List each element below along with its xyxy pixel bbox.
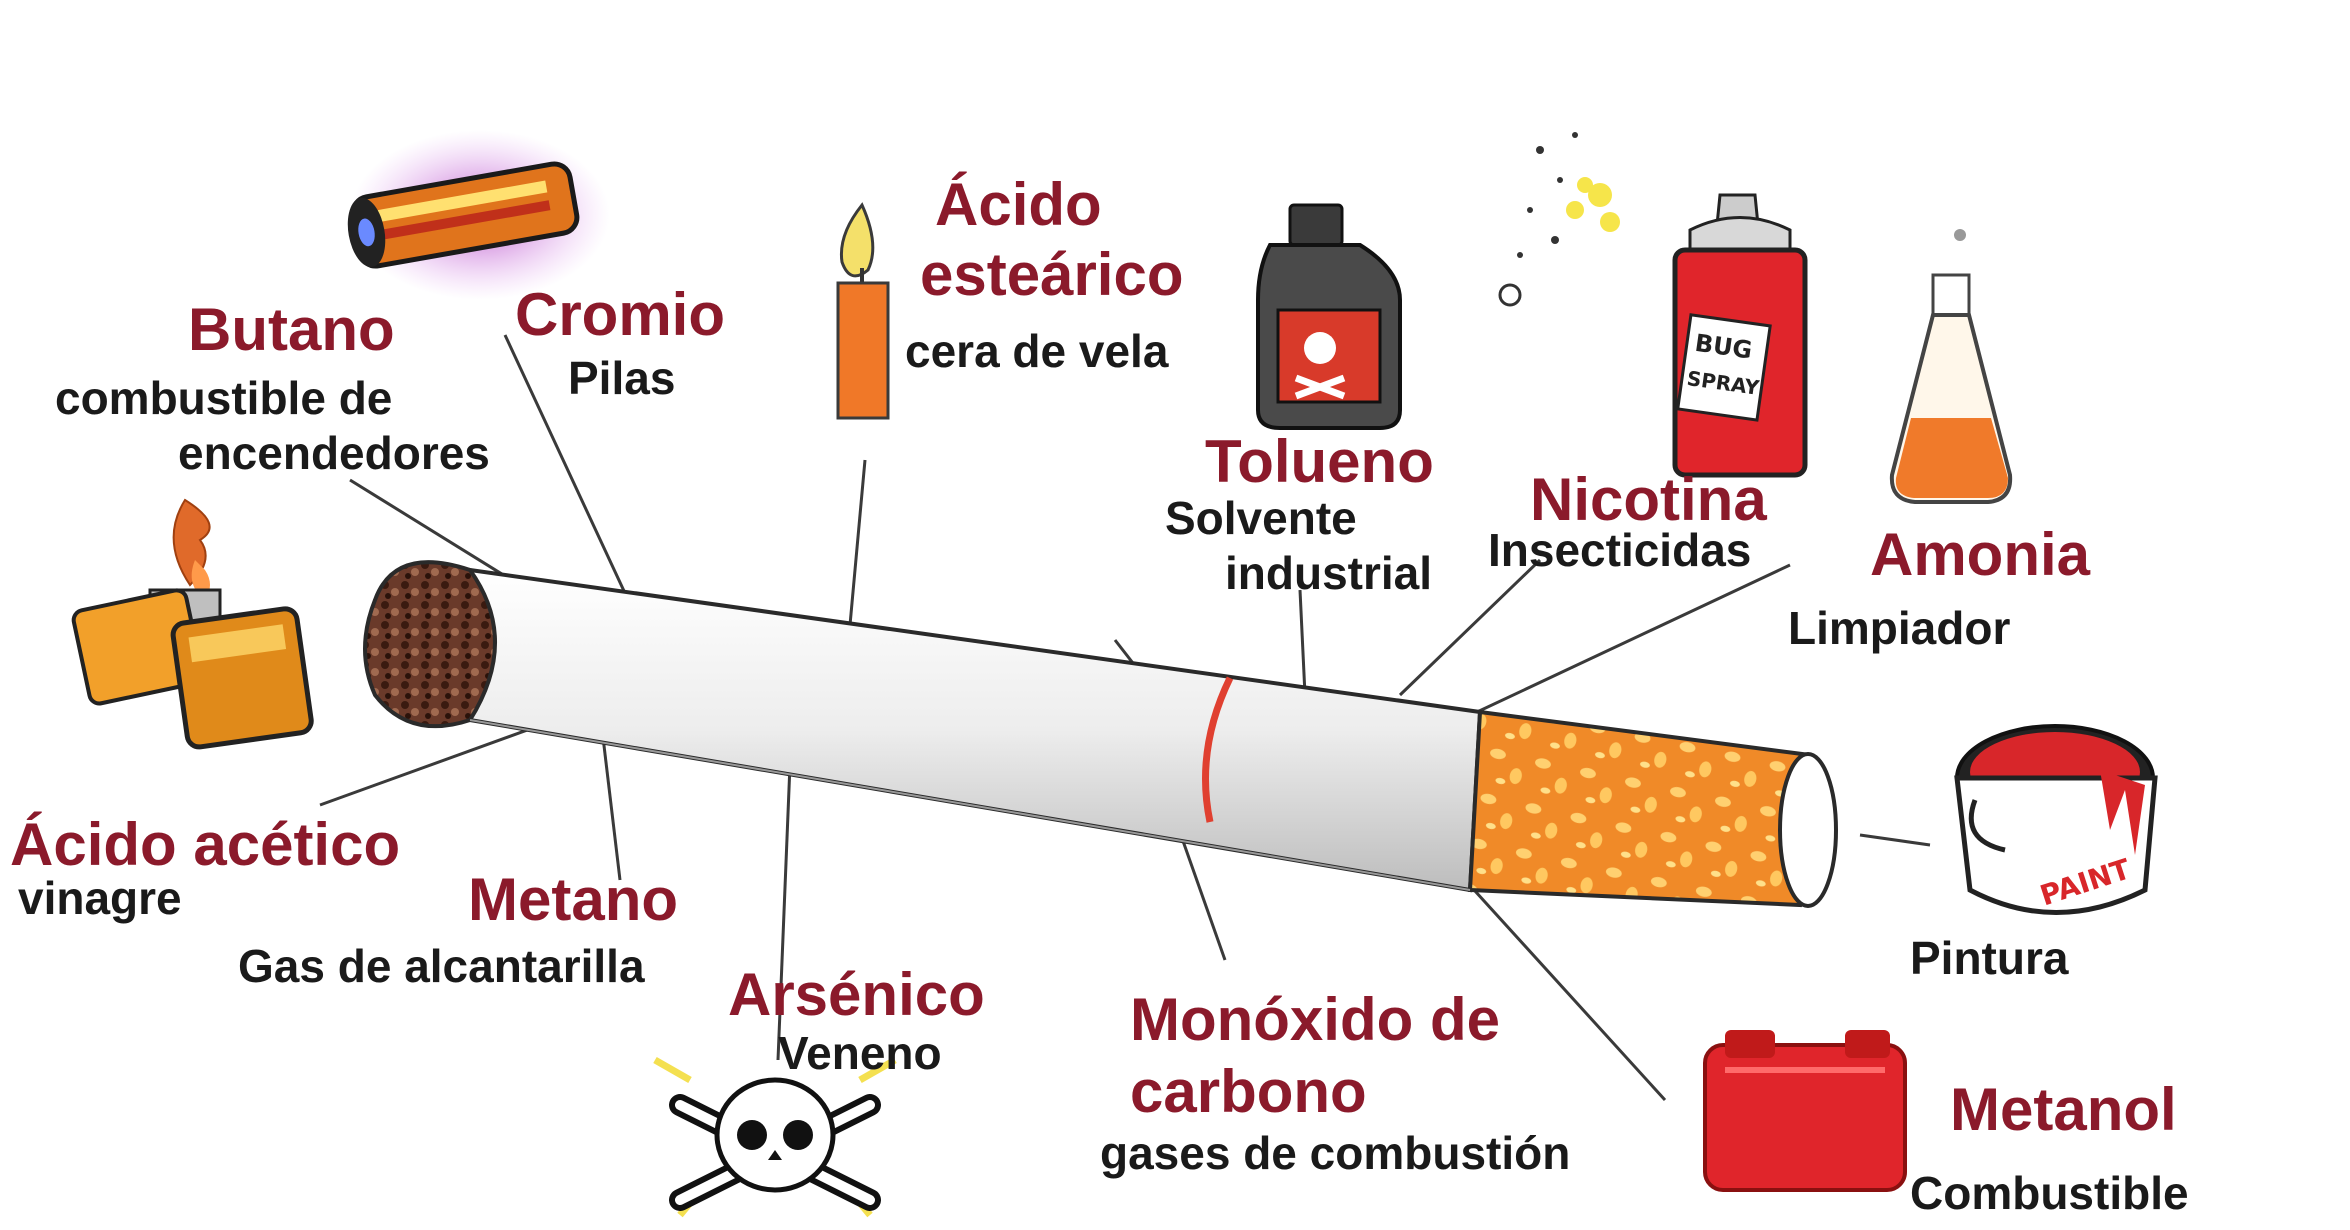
estearico-name-2: esteárico xyxy=(920,241,1184,308)
estearico-name-1: Ácido xyxy=(935,171,1102,238)
poison-bottle-icon xyxy=(1256,203,1402,430)
leader-pintura xyxy=(1859,833,1931,847)
nicotina-name: Nicotina xyxy=(1530,466,1767,533)
battery-icon xyxy=(347,130,610,300)
metano-name: Metano xyxy=(468,866,678,933)
leader-acetico xyxy=(319,718,556,807)
cigarette xyxy=(363,560,1838,908)
butano-use-1: combustible de xyxy=(55,372,393,424)
cigarette-ring xyxy=(1202,676,1234,823)
pintura-use: Pintura xyxy=(1910,932,2069,984)
arsenico-name: Arsénico xyxy=(728,961,985,1028)
cigarette-paper xyxy=(468,567,1483,893)
candle-icon xyxy=(836,202,890,420)
leader-amonia xyxy=(1459,563,1791,722)
nicotina-use: Insecticidas xyxy=(1488,524,1752,576)
leader-tolueno xyxy=(1298,589,1307,696)
acetico-name: Ácido acético xyxy=(10,811,401,878)
bug-spray-icon: BUG SPRAY xyxy=(1498,132,1808,478)
amonia-use: Limpiador xyxy=(1788,602,2011,654)
leader-nicotina xyxy=(1398,558,1542,697)
tolueno-use-2: industrial xyxy=(1225,547,1433,599)
burning-tip xyxy=(363,560,497,729)
lighter-icon xyxy=(71,498,314,750)
fuel-can-icon xyxy=(1703,1030,1907,1192)
monoxido-use: gases de combustión xyxy=(1100,1127,1571,1179)
monoxido-name-1: Monóxido de xyxy=(1130,986,1500,1053)
arsenico-use: Veneno xyxy=(778,1027,942,1079)
butano-name: Butano xyxy=(188,296,395,363)
tolueno-name: Tolueno xyxy=(1205,428,1434,495)
leader-lines xyxy=(319,334,1931,1102)
amonia-name: Amonia xyxy=(1870,521,2091,588)
monoxido-name-2: carbono xyxy=(1130,1058,1367,1125)
metano-use: Gas de alcantarilla xyxy=(238,940,645,992)
flask-icon xyxy=(1889,229,2013,504)
cigarette-shadow xyxy=(469,719,1471,891)
metanol-name: Metanol xyxy=(1950,1076,2177,1143)
estearico-use: cera de vela xyxy=(905,325,1169,377)
cigarette-filter xyxy=(1467,709,1813,908)
cromio-name: Cromio xyxy=(515,281,725,348)
butano-use-2: encendedores xyxy=(178,427,490,479)
filter-end xyxy=(1778,752,1838,908)
metanol-use: Combustible xyxy=(1910,1167,2189,1219)
skull-crossbones-icon xyxy=(653,1056,897,1218)
tolueno-use-1: Solvente xyxy=(1165,492,1357,544)
paint-can-icon: PAINT xyxy=(1954,724,2158,915)
cromio-use: Pilas xyxy=(568,352,676,404)
acetico-use: vinagre xyxy=(18,872,182,924)
